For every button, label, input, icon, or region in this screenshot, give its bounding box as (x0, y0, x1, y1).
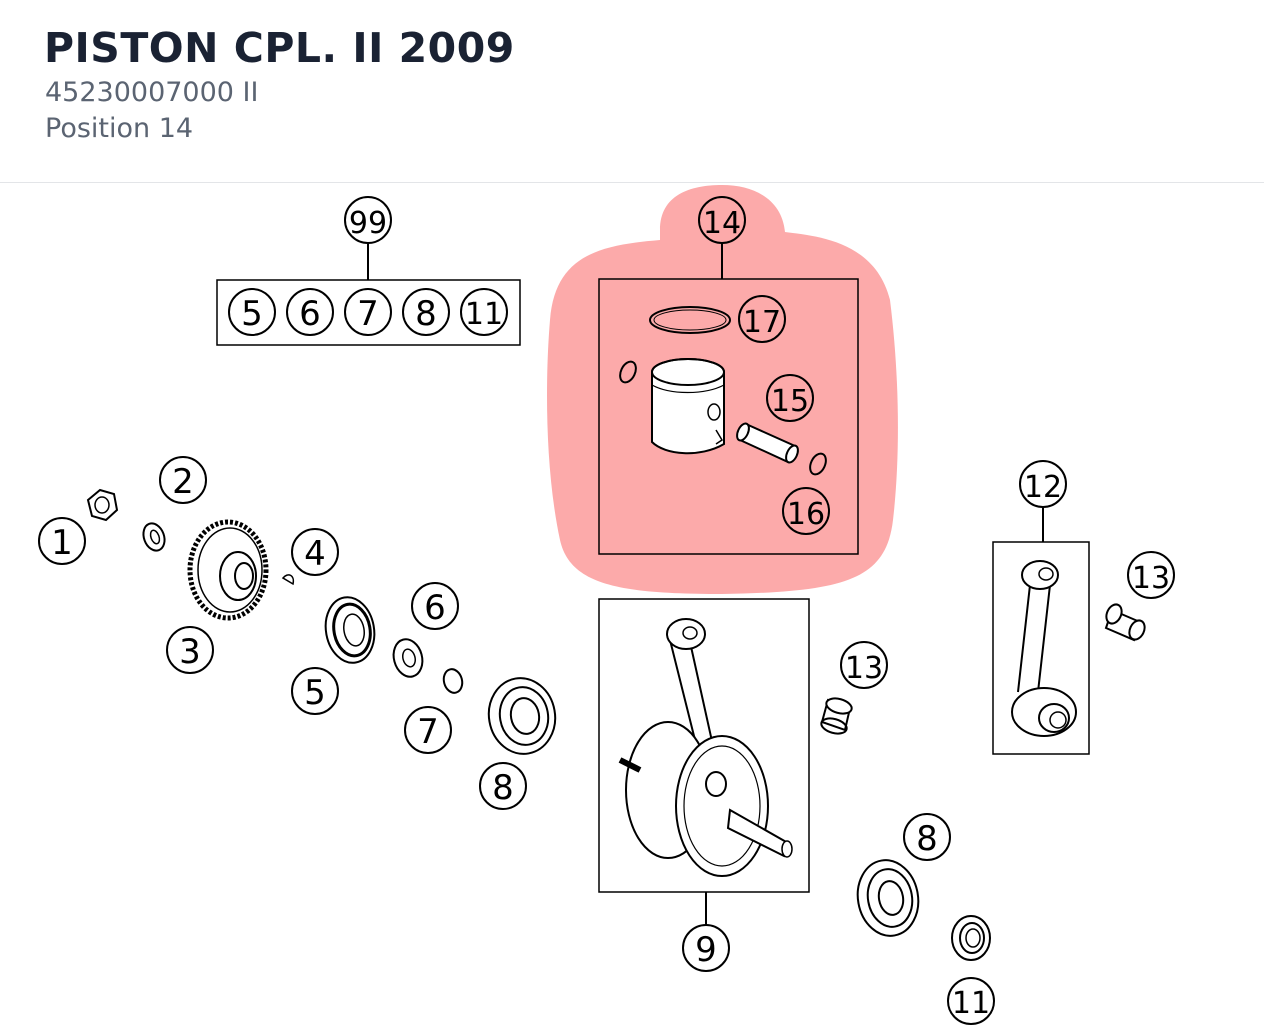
kit-item-11[interactable]: 11 (460, 288, 508, 336)
svg-text:13: 13 (1132, 561, 1170, 596)
callout-13b[interactable]: 13 (1127, 551, 1175, 599)
kit-item-8[interactable]: 8 (402, 288, 450, 336)
woodruff-key-part[interactable] (281, 574, 295, 586)
piston-pin-part[interactable] (735, 422, 801, 465)
svg-text:3: 3 (179, 632, 201, 672)
svg-text:15: 15 (771, 384, 809, 419)
circlip-part[interactable] (617, 359, 639, 385)
needle-bearing-part[interactable] (820, 696, 854, 736)
small-bearing-part[interactable] (951, 915, 991, 961)
callout-14[interactable]: 14 (698, 196, 746, 244)
circlip-part[interactable] (807, 451, 829, 477)
svg-text:4: 4 (304, 534, 326, 574)
gear-part[interactable] (187, 519, 269, 621)
exploded-parts-diagram: 99 5 6 7 8 11 14 17 (0, 183, 1264, 1031)
svg-text:14: 14 (703, 206, 741, 241)
callout-7[interactable]: 7 (404, 706, 452, 754)
svg-text:7: 7 (357, 294, 379, 334)
svg-text:5: 5 (241, 294, 263, 334)
svg-text:6: 6 (299, 294, 321, 334)
callout-99[interactable]: 99 (344, 196, 392, 244)
callout-6[interactable]: 6 (411, 582, 459, 630)
svg-text:99: 99 (349, 206, 387, 241)
o-ring-part[interactable] (441, 667, 465, 695)
kit-item-5[interactable]: 5 (228, 288, 276, 336)
callout-16[interactable]: 16 (782, 487, 830, 535)
svg-text:8: 8 (916, 819, 938, 859)
svg-text:7: 7 (417, 712, 439, 752)
kit-item-6[interactable]: 6 (286, 288, 334, 336)
svg-text:17: 17 (743, 305, 781, 340)
svg-text:12: 12 (1024, 470, 1062, 505)
crankshaft-part[interactable] (618, 618, 793, 877)
callout-11[interactable]: 11 (947, 977, 995, 1025)
washer-part[interactable] (140, 520, 168, 553)
needle-bearing-part[interactable] (1103, 602, 1147, 642)
svg-text:8: 8 (415, 294, 437, 334)
callout-5[interactable]: 5 (291, 667, 339, 715)
part-title: PISTON CPL. II 2009 (44, 24, 515, 72)
svg-text:13: 13 (845, 651, 883, 686)
callout-3[interactable]: 3 (166, 626, 214, 674)
svg-text:8: 8 (492, 768, 514, 808)
svg-text:6: 6 (424, 588, 446, 628)
svg-text:16: 16 (787, 497, 825, 532)
callout-8b[interactable]: 8 (903, 813, 951, 861)
connecting-rod-part[interactable] (1011, 560, 1077, 737)
ball-bearing-part[interactable] (483, 673, 561, 759)
callout-17[interactable]: 17 (738, 295, 786, 343)
spacer-part[interactable] (390, 636, 427, 680)
shaft-seal-part[interactable] (321, 593, 380, 666)
header-divider (0, 182, 1264, 183)
svg-text:5: 5 (304, 673, 326, 713)
nut-part[interactable] (86, 488, 119, 522)
svg-text:1: 1 (51, 523, 73, 563)
callout-1[interactable]: 1 (38, 517, 86, 565)
callout-13[interactable]: 13 (840, 641, 888, 689)
parts-diagram-svg: 99 5 6 7 8 11 14 17 (38, 185, 1175, 1025)
callout-9[interactable]: 9 (682, 924, 730, 972)
callout-2[interactable]: 2 (159, 456, 207, 504)
piston-part[interactable] (651, 358, 725, 455)
callout-12[interactable]: 12 (1019, 460, 1067, 508)
svg-text:9: 9 (695, 930, 717, 970)
part-header: PISTON CPL. II 2009 45230007000 II Posit… (0, 0, 1264, 182)
part-number: 45230007000 II (45, 77, 259, 108)
callout-4[interactable]: 4 (291, 528, 339, 576)
piston-ring-part[interactable] (649, 306, 731, 334)
callout-8[interactable]: 8 (479, 762, 527, 810)
svg-text:2: 2 (172, 462, 194, 502)
svg-text:11: 11 (952, 986, 990, 1021)
piston-group-box (598, 278, 859, 555)
ball-bearing-part[interactable] (852, 855, 924, 940)
callout-15[interactable]: 15 (766, 374, 814, 422)
kit-item-7[interactable]: 7 (344, 288, 392, 336)
part-position: Position 14 (45, 113, 194, 144)
svg-text:11: 11 (465, 297, 503, 332)
